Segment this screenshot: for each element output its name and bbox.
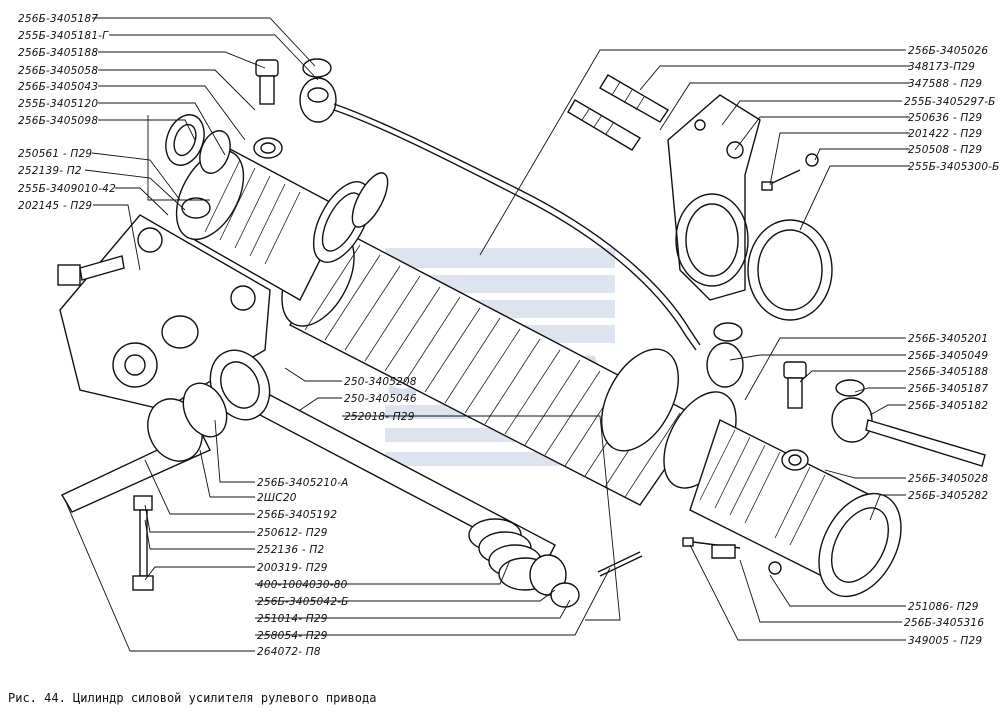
label-256b-3405058: 256Б-3405058 bbox=[18, 65, 98, 77]
label-251014-p29: 251014- П29 bbox=[257, 613, 328, 625]
ball-pin-bolt bbox=[132, 495, 154, 591]
left-seals bbox=[165, 114, 389, 228]
mounting-bracket bbox=[667, 94, 761, 301]
labels-center: 250-3405208 250-3405046 252018- П29 bbox=[344, 376, 417, 423]
label-256b-3405188: 256Б-3405188 bbox=[18, 47, 98, 59]
label-250612-p29: 250612- П29 bbox=[257, 527, 328, 539]
label-256b-3405028: 256Б-3405028 bbox=[908, 473, 988, 485]
label-201422-p29: 201422 - П29 bbox=[908, 128, 982, 140]
label-256b-3405187: 256Б-3405187 bbox=[18, 13, 98, 25]
label-256b-3405282: 256Б-3405282 bbox=[908, 490, 988, 502]
leader-lines bbox=[64, 17, 910, 652]
label-250-3405046: 250-3405046 bbox=[344, 393, 417, 405]
labels-left: 256Б-3405187 255Б-3405181-Г 256Б-3405188… bbox=[18, 13, 116, 212]
pipe-assembly bbox=[299, 58, 744, 388]
label-255b-3405300-b: 255Б-3405300-Б bbox=[908, 161, 1000, 173]
label-255b-3405297-b: 255Б-3405297-Б bbox=[904, 96, 996, 108]
label-252139-p2: 252139- П2 bbox=[18, 165, 82, 177]
label-349005-p29: 349005 - П29 bbox=[908, 635, 982, 647]
label-258054-p29: 258054- П29 bbox=[257, 630, 328, 642]
label-347588-p29: 347588 - П29 bbox=[908, 78, 982, 90]
label-256b-3405042-b: 256Б-3405042-Б bbox=[257, 596, 349, 608]
label-264072-p8: 264072- П8 bbox=[257, 646, 321, 658]
label-256b-3405182: 256Б-3405182 bbox=[908, 400, 988, 412]
cotter-pin bbox=[597, 551, 643, 577]
labels-right-bottom: 251086- П29 256Б-3405316 349005 - П29 bbox=[904, 601, 984, 647]
label-348173-p29: 348173-П29 bbox=[908, 61, 975, 73]
label-256b-3405188-r: 256Б-3405188 bbox=[908, 366, 988, 378]
label-2shs20: 2ШС20 bbox=[257, 492, 297, 504]
label-252018-p29: 252018- П29 bbox=[344, 411, 415, 423]
label-256b-3405049: 256Б-3405049 bbox=[908, 350, 988, 362]
label-255b-3405120: 255Б-3405120 bbox=[18, 98, 98, 110]
clamp-ring bbox=[747, 219, 833, 321]
label-256b-3405187-r: 256Б-3405187 bbox=[908, 383, 988, 395]
label-250508-p29: 250508 - П29 bbox=[908, 144, 982, 156]
label-256b-3405098: 256Б-3405098 bbox=[18, 115, 98, 127]
top-plug bbox=[255, 59, 279, 105]
label-200319-p29: 200319- П29 bbox=[257, 562, 328, 574]
label-256b-3405316: 256Б-3405316 bbox=[904, 617, 984, 629]
label-400-1004030-80: 400-1004030-80 bbox=[257, 579, 348, 591]
label-252136-p2: 252136 - П2 bbox=[257, 544, 324, 556]
piston-spring bbox=[468, 518, 580, 608]
labels-right-top: 256Б-3405026 348173-П29 347588 - П29 255… bbox=[904, 45, 1000, 173]
labels-bottom: 256Б-3405210-А 2ШС20 256Б-3405192 250612… bbox=[257, 477, 349, 658]
small-nut bbox=[181, 197, 211, 219]
labels-right-mid: 256Б-3405201 256Б-3405049 256Б-3405188 2… bbox=[908, 333, 988, 412]
hose-fittings bbox=[567, 74, 669, 151]
figure-caption: Рис. 44. Цилиндр силовой усилителя рулев… bbox=[8, 691, 376, 705]
label-256b-3405043: 256Б-3405043 bbox=[18, 81, 98, 93]
right-housing bbox=[601, 348, 902, 598]
label-250636-p29: 250636 - П29 bbox=[908, 112, 982, 124]
label-255b-3409010-42: 255Б-3409010-42 bbox=[18, 183, 116, 195]
body-bolt bbox=[57, 255, 125, 286]
label-251086-p29: 251086- П29 bbox=[908, 601, 979, 613]
right-banjo-fitting bbox=[783, 361, 986, 467]
right-small-parts bbox=[682, 537, 782, 575]
label-256b-3405210-a: 256Б-3405210-А bbox=[257, 477, 349, 489]
label-255b-3405181: 255Б-3405181-Г bbox=[18, 30, 109, 42]
label-256b-3405201: 256Б-3405201 bbox=[908, 333, 988, 345]
bracket-bolt bbox=[761, 153, 819, 191]
label-250561-p29: 250561 - П29 bbox=[18, 148, 92, 160]
label-202145-p29: 202145 - П29 bbox=[18, 200, 92, 212]
label-256b-3405026: 256Б-3405026 bbox=[908, 45, 988, 57]
label-256b-3405192: 256Б-3405192 bbox=[257, 509, 337, 521]
label-250-3405208: 250-3405208 bbox=[344, 376, 417, 388]
labels-right-low: 256Б-3405028 256Б-3405282 bbox=[908, 473, 988, 502]
